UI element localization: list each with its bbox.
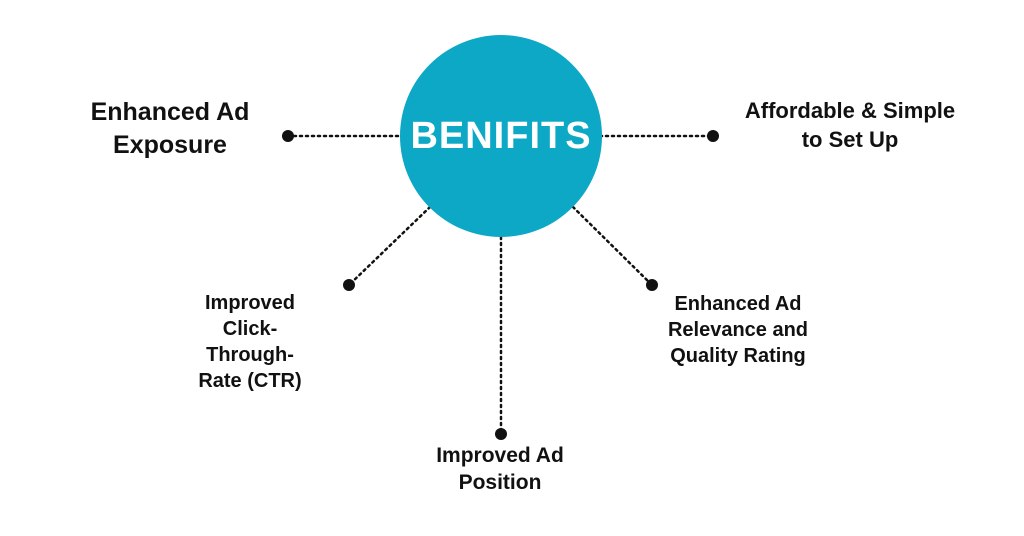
connector-dot-relevance xyxy=(646,279,658,291)
connector-dot-affordable xyxy=(707,130,719,142)
connector-ctr xyxy=(347,205,432,287)
connector-relevance xyxy=(571,205,654,287)
connector-dot-ctr xyxy=(343,279,355,291)
benefit-exposure-label: Enhanced Ad Exposure xyxy=(90,98,250,159)
benefit-ctr-label: Improved Click-Through-Rate (CTR) xyxy=(198,292,302,392)
connector-dot-exposure xyxy=(282,130,294,142)
benefits-hub-circle: BENIFITS xyxy=(400,35,602,237)
benefit-affordable-label: Affordable & Simple to Set Up xyxy=(744,98,956,152)
connector-dot-position xyxy=(495,428,507,440)
benefit-position-label: Improved Ad Position xyxy=(436,444,564,495)
hub-label: BENIFITS xyxy=(410,114,592,157)
benefit-relevance-label: Enhanced Ad Relevance and Quality Rating xyxy=(667,293,809,367)
